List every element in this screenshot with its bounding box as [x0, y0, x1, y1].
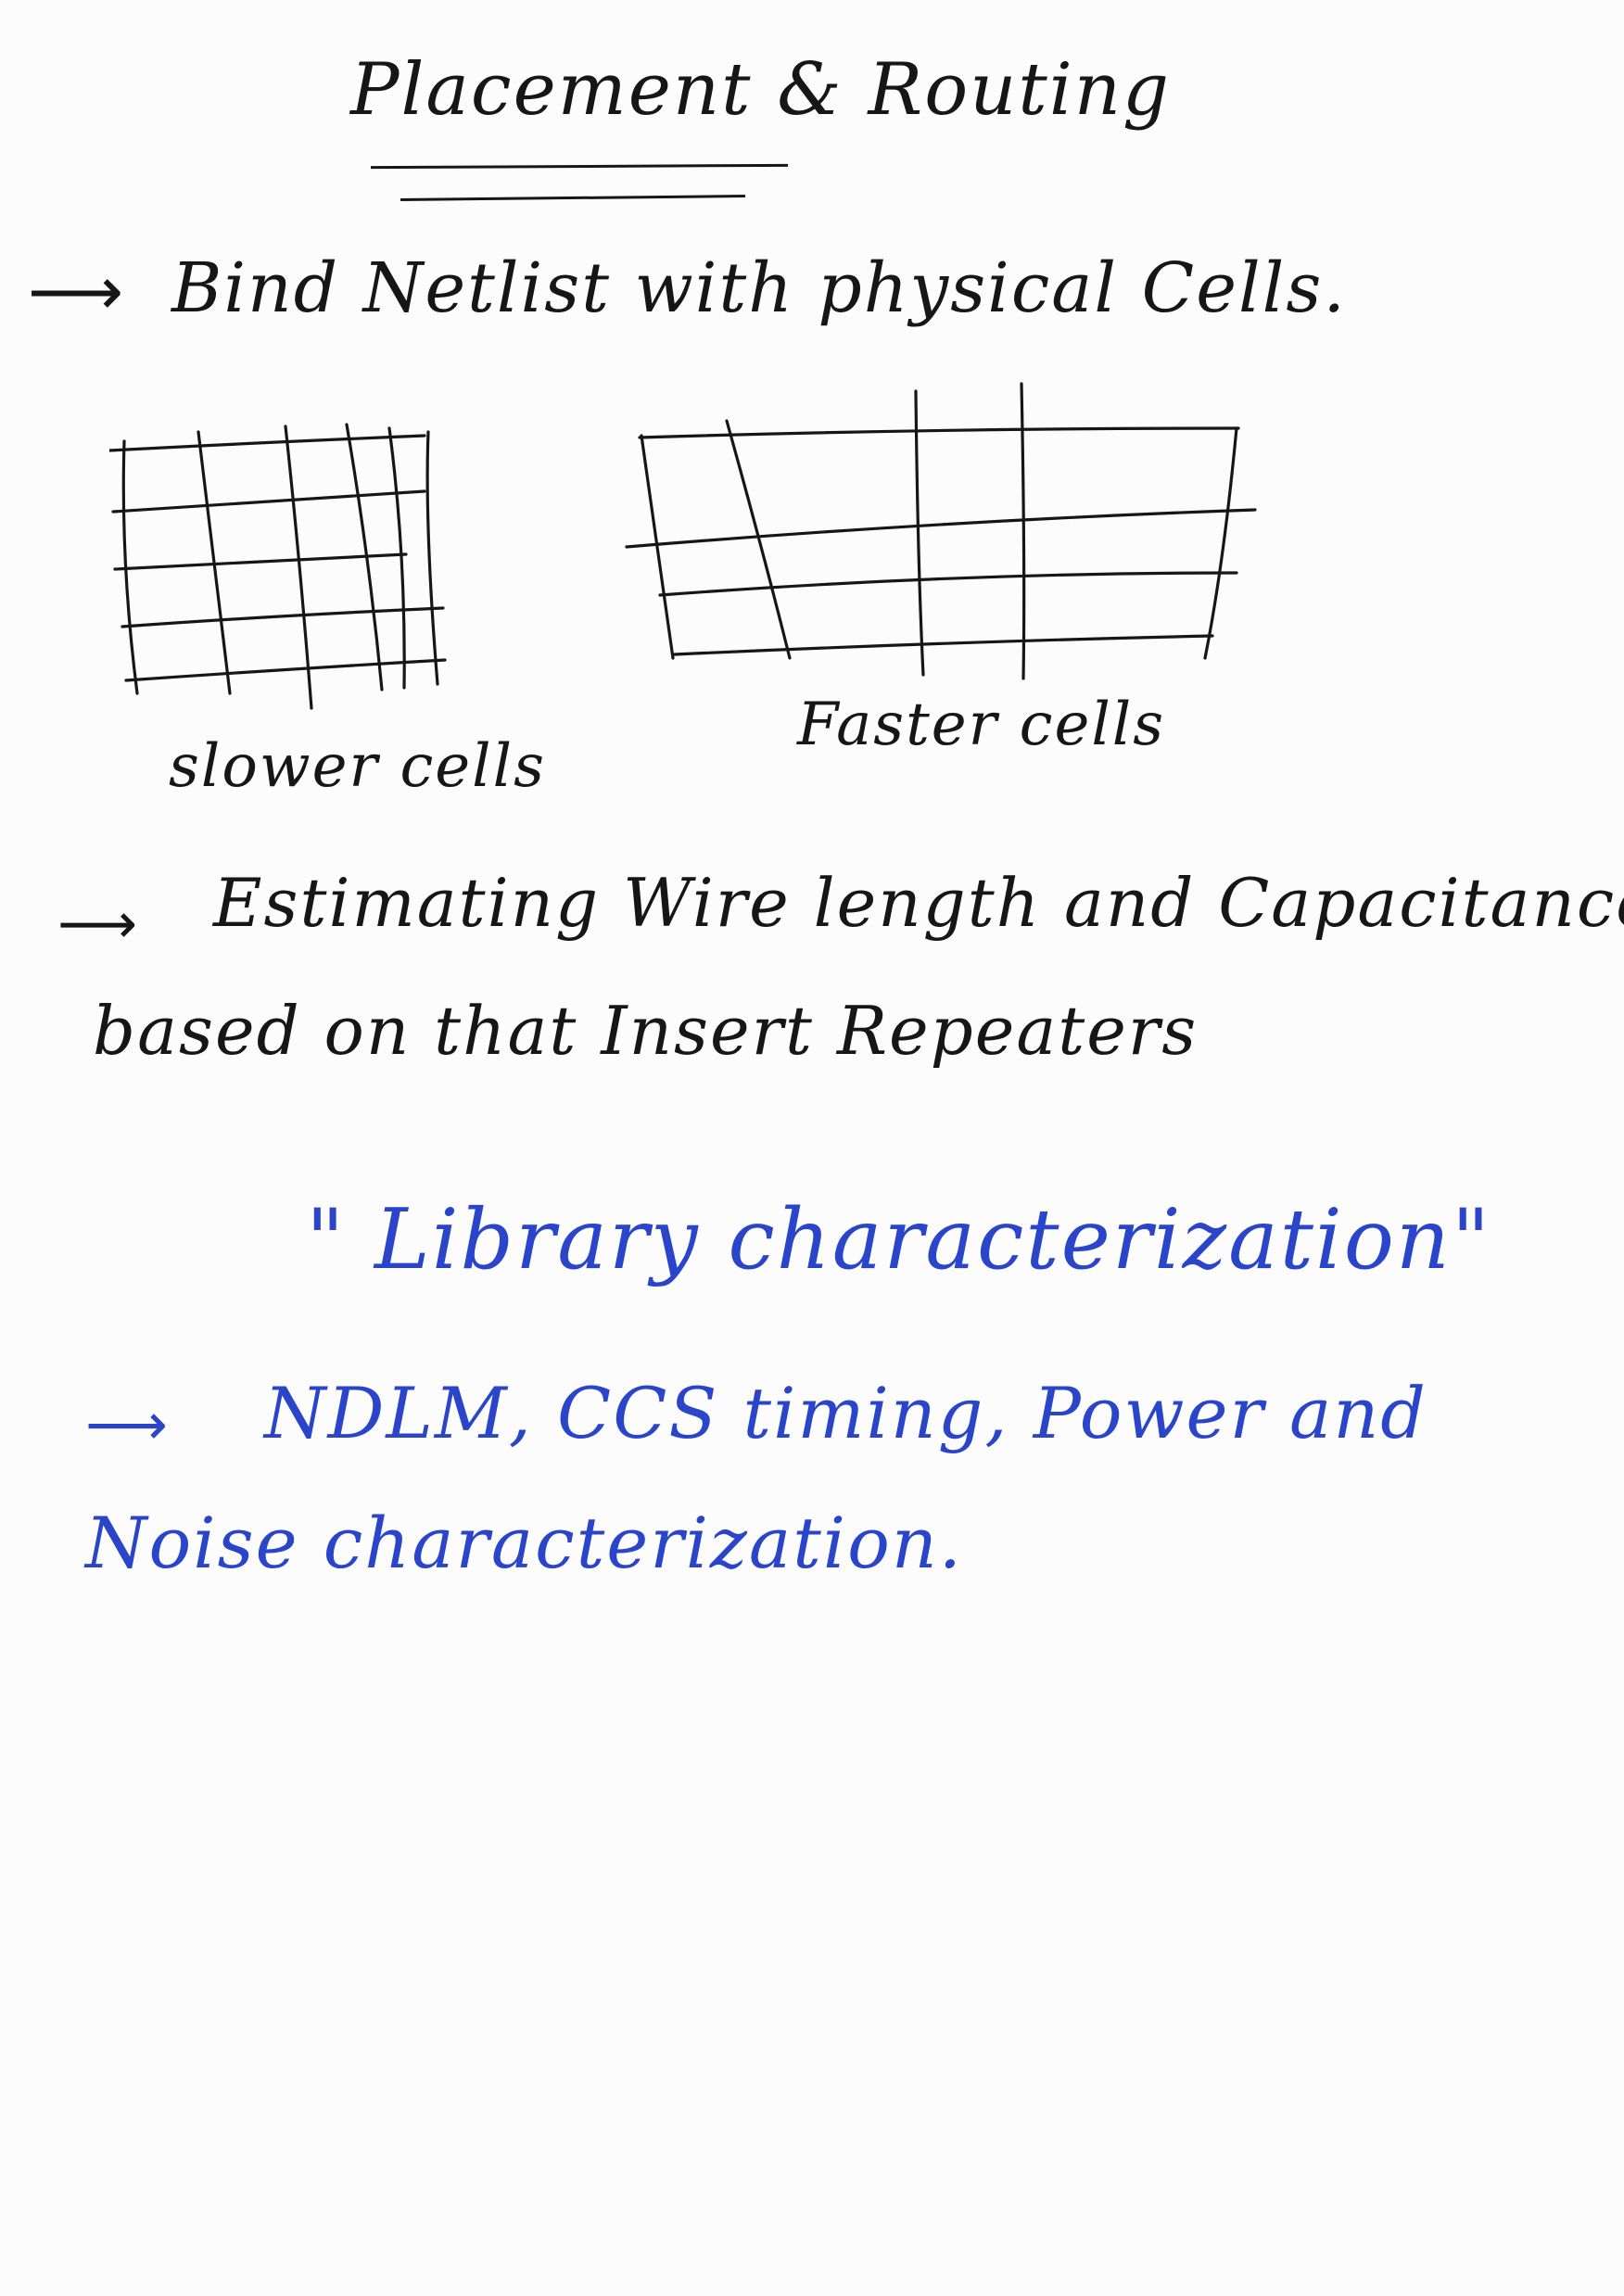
bullet-arrow-icon: ⟶: [28, 252, 124, 330]
note-line-repeaters: based on that Insert Repeaters: [93, 992, 1199, 1070]
grid-line: [111, 489, 426, 514]
note-heading-library: " Library characterization": [306, 1191, 1492, 1288]
faster-cells-grid: [625, 382, 1257, 680]
grid-line: [673, 634, 1214, 656]
grid-line: [1203, 426, 1238, 660]
grid-line: [124, 658, 447, 682]
grid-line: [121, 439, 139, 695]
note-line-estimating: Estimating Wire length and Capacitance: [213, 864, 1624, 942]
page-title: Placement & Routing: [350, 48, 1171, 132]
note-line-ndlm: NDLM, CCS timing, Power and: [264, 1372, 1427, 1454]
grid-line: [109, 434, 426, 452]
grid-line: [113, 552, 408, 571]
note-line-bind-netlist: Bind Netlist with physical Cells.: [171, 248, 1347, 328]
grid-line: [914, 389, 925, 677]
grid-line: [640, 434, 675, 660]
bullet-arrow-icon: ⟶: [85, 1390, 168, 1458]
grid-line: [425, 430, 439, 686]
grid-line: [638, 426, 1240, 439]
grid-line: [284, 425, 313, 710]
grid-line: [345, 423, 384, 691]
grid-line: [658, 571, 1238, 597]
note-line-noise: Noise characterization.: [85, 1502, 963, 1584]
grid-line: [121, 606, 445, 628]
grid-line: [725, 419, 792, 660]
grid-line: [625, 508, 1257, 549]
grid-line: [1020, 382, 1026, 680]
grid-line: [197, 430, 232, 695]
title-underline: [370, 163, 789, 170]
title-underline-secondary: [400, 195, 746, 201]
bullet-arrow-icon: ⟶: [57, 892, 138, 957]
caption-faster-cells: Faster cells: [797, 691, 1166, 759]
slower-cells-grid: [109, 423, 447, 710]
grid-line: [387, 426, 406, 690]
caption-slower-cells: slower cells: [169, 732, 546, 801]
